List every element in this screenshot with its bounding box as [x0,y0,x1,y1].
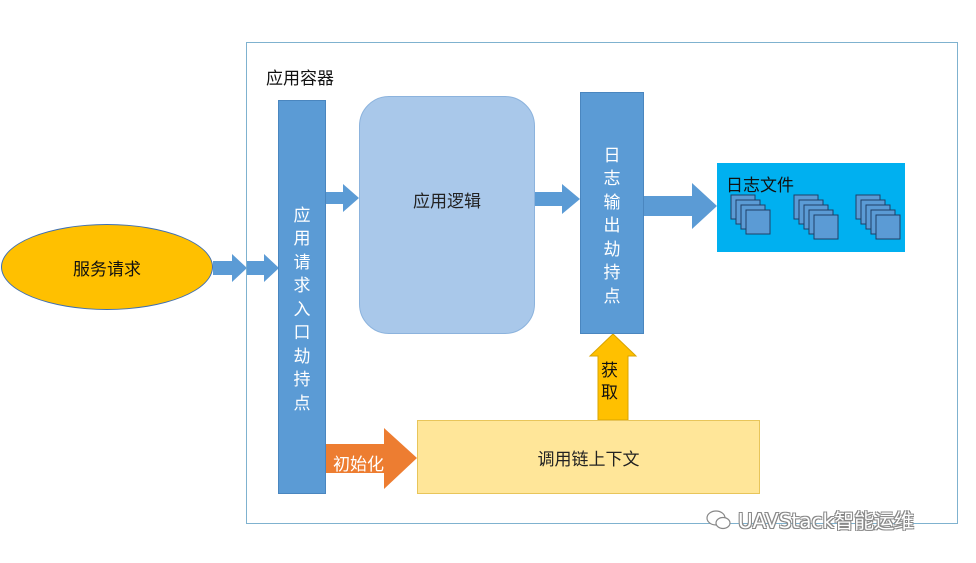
app-logic-box: 应用逻辑 [359,96,535,334]
wechat-icon [706,509,731,529]
loghook-to-files-arrow [644,183,717,229]
app-container-label: 应用容器 [266,69,334,89]
entry-to-logic-arrow [326,184,359,212]
fetch-arrow [588,333,638,421]
service-request-label: 服务请求 [73,259,141,280]
call-chain-context-box: 调用链上下文 [417,420,760,494]
request-arrow-1 [213,254,247,282]
init-arrow-label: 初始化 [333,455,384,475]
logic-to-loghook-arrow [535,184,580,214]
service-request-node: 服务请求 [1,224,213,310]
file-stack-icon [730,194,771,235]
call-chain-label: 调用链上下文 [537,449,640,470]
app-container-boundary [246,42,958,524]
entry-hook-bar: 应用请求入口劫持点 [278,100,326,494]
log-hook-label: 日志输出劫持点 [603,146,621,307]
log-files-label: 日志文件 [726,176,794,196]
file-stack-icon [855,194,901,240]
request-arrow-2 [247,254,279,282]
file-stack-icon [793,194,839,240]
watermark-text: UAVStack智能运维 [738,509,915,533]
watermark: UAVStack智能运维 [706,505,914,534]
entry-hook-label: 应用请求入口劫持点 [293,206,311,414]
fetch-arrow-label: 获取 [601,361,618,404]
init-arrow [326,428,417,489]
log-hook-bar: 日志输出劫持点 [580,92,644,334]
app-logic-label: 应用逻辑 [413,192,481,212]
